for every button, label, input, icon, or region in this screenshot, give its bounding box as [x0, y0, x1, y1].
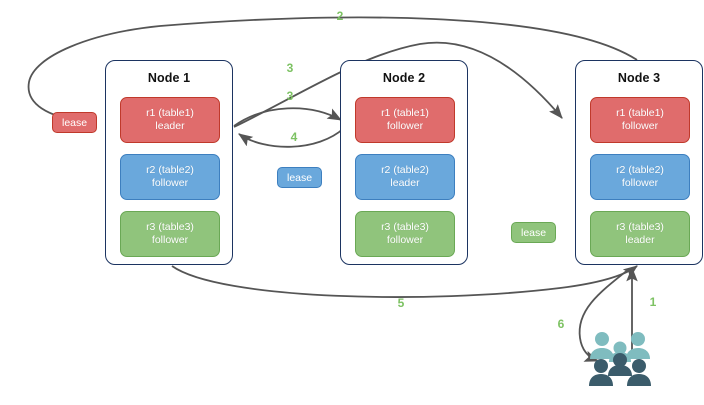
- edge-label-6: 6: [557, 317, 565, 331]
- node-1-replica-r2-name: r2 (table2): [146, 164, 194, 176]
- edge-label-2: 2: [336, 9, 344, 23]
- node-2-container[interactable]: Node 2 r1 (table1) follower r2 (table2) …: [340, 60, 468, 265]
- edge-label-1: 1: [649, 295, 657, 309]
- users-icon-back-row: [590, 332, 650, 359]
- node-3-replica-r3-role: leader: [625, 234, 655, 246]
- node-2-replica-r2-role: leader: [390, 177, 420, 189]
- node-2-replica-r1-name: r1 (table1): [381, 107, 429, 119]
- lease-badge-table1[interactable]: lease: [52, 112, 98, 133]
- node-2-replica-r3-name: r3 (table3): [381, 221, 429, 233]
- node-1-replica-r1[interactable]: r1 (table1) leader: [120, 97, 220, 143]
- edge-3b-path: [233, 107, 342, 127]
- node-2-title: Node 2: [382, 71, 426, 85]
- lease-badge-table2[interactable]: lease: [277, 167, 323, 188]
- node-2-replica-r2-name: r2 (table2): [381, 164, 429, 176]
- lease-badge-table3[interactable]: lease: [511, 222, 557, 243]
- node-1-container[interactable]: Node 1 r1 (table1) leader r2 (table2) fo…: [105, 60, 233, 265]
- node-3-replica-r2[interactable]: r2 (table2) follower: [590, 154, 690, 200]
- node-3-replica-r2-name: r2 (table2): [616, 164, 664, 176]
- node-2-replica-r3-role: follower: [386, 234, 424, 246]
- node-3-container[interactable]: Node 3 r1 (table1) follower r2 (table2) …: [575, 60, 703, 265]
- node-1-replica-r2[interactable]: r2 (table2) follower: [120, 154, 220, 200]
- node-2-replica-r2[interactable]: r2 (table2) leader: [355, 154, 455, 200]
- node-1-replica-r3[interactable]: r3 (table3) follower: [120, 211, 220, 257]
- node-3-title: Node 3: [617, 71, 661, 85]
- node-1-replica-r3-name: r3 (table3): [146, 221, 194, 233]
- node-2-replica-r1[interactable]: r1 (table1) follower: [355, 97, 455, 143]
- node-1-replica-r1-name: r1 (table1): [146, 107, 194, 119]
- edge-label-4: 4: [290, 130, 298, 144]
- edge-label-5: 5: [397, 296, 405, 310]
- edge-5-path: [171, 265, 638, 298]
- node-1-replica-r2-role: follower: [151, 177, 189, 189]
- node-1-title: Node 1: [147, 71, 191, 85]
- node-2-replica-r3[interactable]: r3 (table3) follower: [355, 211, 455, 257]
- node-3-replica-r2-role: follower: [621, 177, 659, 189]
- node-2-replica-r1-role: follower: [386, 120, 424, 132]
- edge-label-3b: 3: [286, 89, 294, 103]
- users-icon-front-row: [589, 359, 651, 386]
- node-3-replica-r1[interactable]: r1 (table1) follower: [590, 97, 690, 143]
- node-1-replica-r1-role: leader: [155, 120, 185, 132]
- node-3-replica-r1-role: follower: [621, 120, 659, 132]
- node-1-replica-r3-role: follower: [151, 234, 189, 246]
- node-3-replica-r1-name: r1 (table1): [616, 107, 664, 119]
- edge-label-3a: 3: [286, 61, 294, 75]
- node-3-replica-r3[interactable]: r3 (table3) leader: [590, 211, 690, 257]
- node-3-replica-r3-name: r3 (table3): [616, 221, 664, 233]
- users-icon[interactable]: [588, 330, 654, 388]
- users-icon-front-center-person: [608, 353, 632, 376]
